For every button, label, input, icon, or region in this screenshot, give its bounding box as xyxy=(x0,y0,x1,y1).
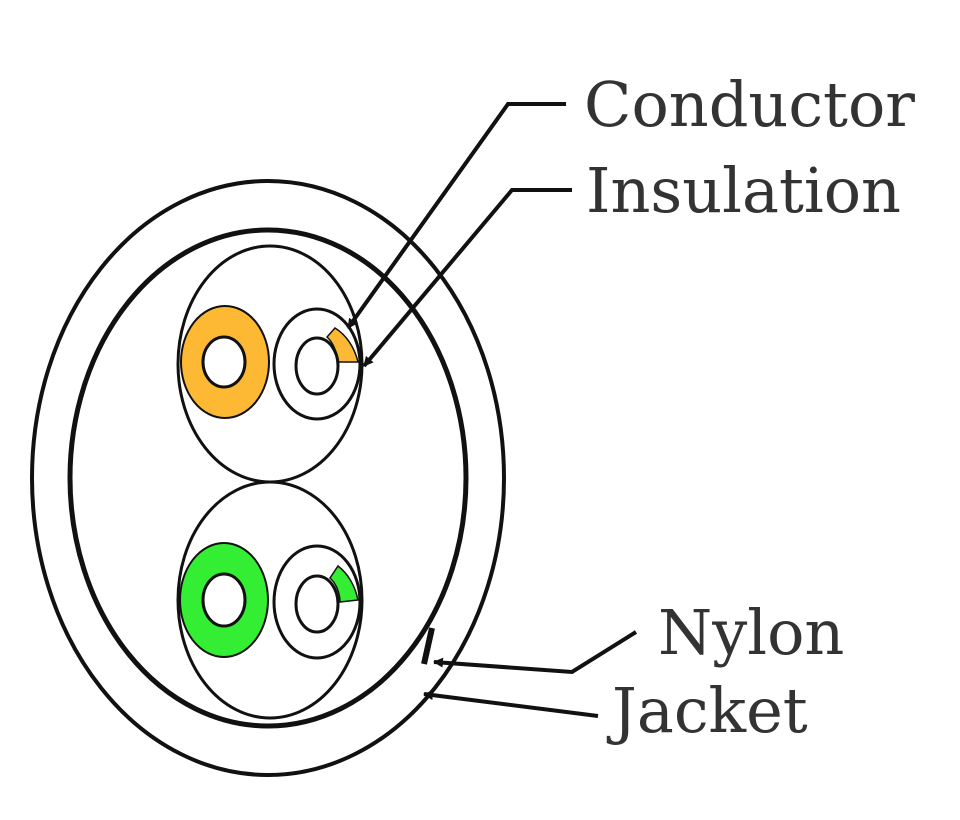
jacket-leader-line xyxy=(423,690,599,718)
pair-2-boundary xyxy=(176,480,364,720)
pair-2-wire-2-conductor xyxy=(294,574,340,634)
nylon-label: Nylon xyxy=(658,596,844,669)
nylon-leader-line xyxy=(433,630,638,675)
pair-2 xyxy=(176,480,364,720)
pair-1-wire-1-conductor xyxy=(201,335,247,389)
conductor-label: Conductor xyxy=(584,68,915,141)
pair-2-wire-2-stripe xyxy=(329,564,359,603)
pair-1 xyxy=(176,244,364,484)
nylon-ring xyxy=(67,227,469,729)
pair-2-wire-1-conductor xyxy=(201,572,247,628)
insulation-label: Insulation xyxy=(586,154,901,227)
pair-1-wire-2-stripe xyxy=(325,327,359,363)
jacket-label: Jacket xyxy=(606,674,808,747)
jacket-outer-ring xyxy=(30,179,506,777)
insulation-leader-line xyxy=(362,188,572,368)
nylon-marker-tick xyxy=(421,627,435,665)
conductor-leader-line xyxy=(346,102,566,330)
pair-1-wire-2-conductor xyxy=(294,336,340,396)
